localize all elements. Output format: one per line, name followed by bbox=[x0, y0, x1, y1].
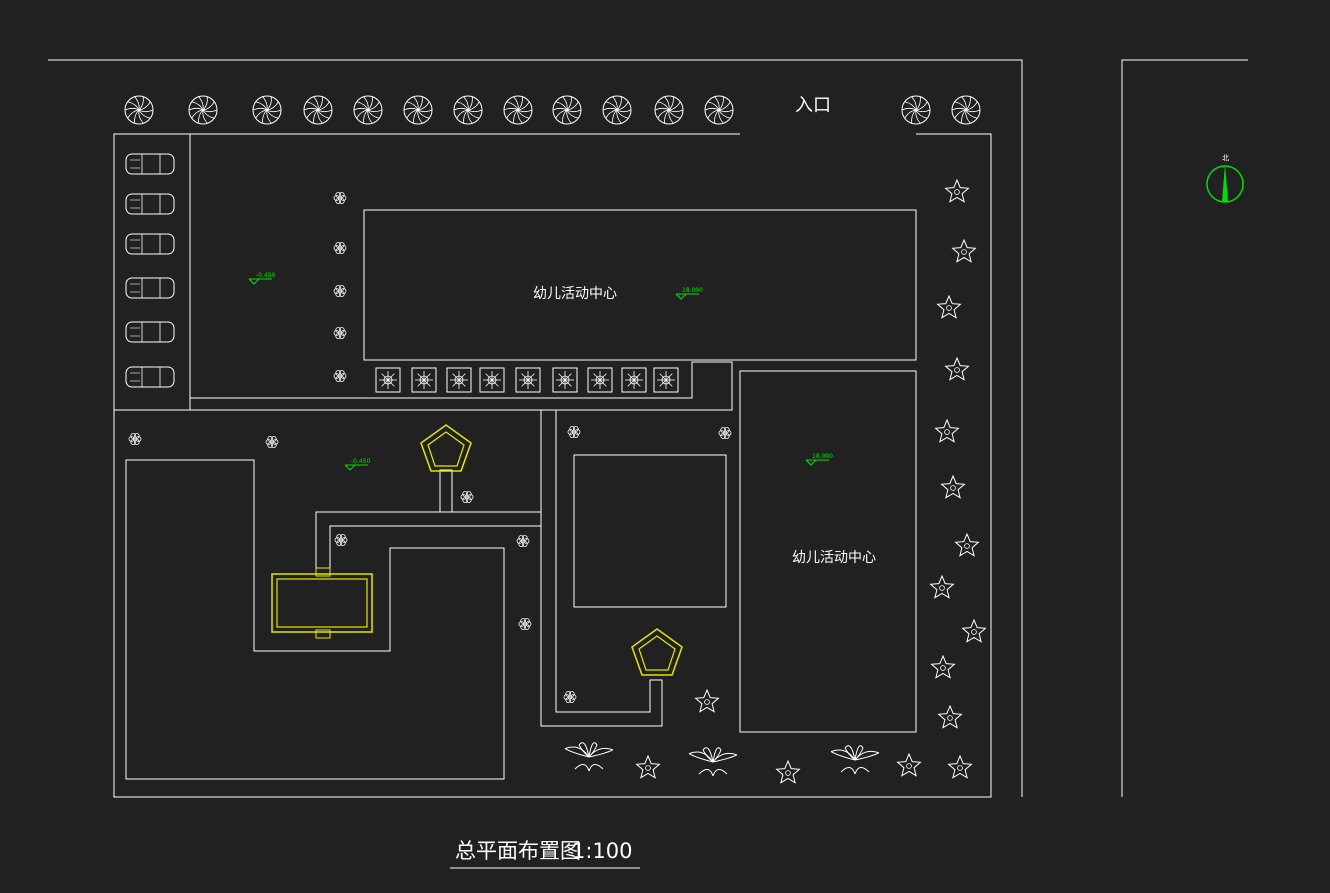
building-top bbox=[363, 209, 917, 361]
lawn-center bbox=[573, 454, 727, 608]
elevation-building-right: 18.000 bbox=[812, 453, 833, 460]
site-outline bbox=[113, 133, 992, 798]
car-icon bbox=[125, 366, 175, 388]
drawing-title: 总平面布置图 bbox=[455, 839, 581, 863]
flower-icon bbox=[940, 474, 966, 499]
flower-icon bbox=[930, 654, 956, 679]
small-flowers bbox=[128, 192, 732, 703]
palm-plant-icon bbox=[688, 747, 738, 777]
small-flower-icon bbox=[333, 285, 347, 297]
shrub-row bbox=[375, 367, 679, 393]
lawn-left bbox=[125, 459, 505, 780]
flower-icon bbox=[896, 752, 922, 777]
shrub-icon bbox=[411, 367, 437, 393]
flower-icon bbox=[929, 574, 955, 599]
paving-paths bbox=[189, 361, 733, 727]
shrub-icon bbox=[621, 367, 647, 393]
round-tree-icon bbox=[252, 95, 282, 125]
drawing-scale: 1:100 bbox=[572, 839, 633, 863]
flower-icon bbox=[936, 294, 962, 319]
flower-icon bbox=[951, 238, 977, 263]
shrub-icon bbox=[446, 367, 472, 393]
palm-plant-icon bbox=[830, 745, 880, 775]
elevation-marker-icon: -0.450 bbox=[248, 272, 276, 285]
round-tree-icon bbox=[303, 95, 333, 125]
flower-icon bbox=[635, 754, 661, 779]
round-tree-icon bbox=[188, 95, 218, 125]
small-flower-icon bbox=[333, 327, 347, 339]
round-tree-icon bbox=[901, 95, 931, 125]
small-flower-icon bbox=[460, 491, 474, 503]
round-tree-icon bbox=[124, 95, 154, 125]
shrub-icon bbox=[515, 367, 541, 393]
shrub-icon bbox=[653, 367, 679, 393]
flower-icon bbox=[694, 688, 720, 713]
flower-icon bbox=[934, 418, 960, 443]
north-arrow-icon: 北 bbox=[1206, 154, 1244, 203]
site-boundary bbox=[48, 59, 1248, 797]
small-flower-icon bbox=[265, 436, 279, 448]
building-right bbox=[739, 370, 917, 733]
flower-icon bbox=[961, 618, 987, 643]
car-icon bbox=[125, 321, 175, 343]
flower-icon bbox=[775, 759, 801, 784]
flower-icon bbox=[947, 754, 973, 779]
small-flower-icon bbox=[563, 691, 577, 703]
car-icon bbox=[125, 277, 175, 299]
entrance-label: 入口 bbox=[795, 95, 831, 116]
round-tree-icon bbox=[552, 95, 582, 125]
palm-plant-icon bbox=[564, 742, 614, 772]
small-flower-icon bbox=[128, 433, 142, 445]
flower-icon bbox=[944, 356, 970, 381]
round-tree-icon bbox=[453, 95, 483, 125]
shrub-icon bbox=[479, 367, 505, 393]
round-tree-icon bbox=[654, 95, 684, 125]
round-tree-icon bbox=[704, 95, 734, 125]
round-tree-icon bbox=[353, 95, 383, 125]
shrub-icon bbox=[552, 367, 578, 393]
round-tree-icon bbox=[503, 95, 533, 125]
elevation-building-top: 18.000 bbox=[682, 287, 703, 294]
small-flower-icon bbox=[567, 426, 581, 438]
shrub-icon bbox=[375, 367, 401, 393]
building-top-label: 幼儿活动中心 bbox=[533, 286, 617, 302]
flower-icon bbox=[944, 178, 970, 203]
small-flower-icon bbox=[516, 535, 530, 547]
elevation-courtyard: -0.450 bbox=[351, 458, 371, 465]
parking-cars bbox=[125, 153, 175, 388]
elevation-marker-icon: -0.450 bbox=[344, 458, 371, 471]
shrub-icon bbox=[587, 367, 613, 393]
pentagon-pavilion-icon bbox=[420, 424, 472, 472]
elevation-marker-icon: 18.000 bbox=[675, 287, 703, 300]
round-tree-icon bbox=[403, 95, 433, 125]
tree-row bbox=[124, 95, 981, 125]
pavilion-rect bbox=[271, 567, 373, 639]
north-label: 北 bbox=[1222, 154, 1229, 162]
car-icon bbox=[125, 153, 175, 175]
palm-plants bbox=[564, 742, 880, 777]
round-tree-icon bbox=[951, 95, 981, 125]
pentagon-pavilion-icon bbox=[631, 628, 683, 676]
flower-icon bbox=[954, 532, 980, 557]
small-flower-icon bbox=[333, 242, 347, 254]
small-flower-icon bbox=[718, 427, 732, 439]
small-flower-icon bbox=[518, 618, 532, 630]
flower-plants bbox=[635, 178, 987, 784]
small-flower-icon bbox=[333, 192, 347, 204]
round-tree-icon bbox=[602, 95, 632, 125]
building-right-label: 幼儿活动中心 bbox=[792, 550, 876, 566]
small-flower-icon bbox=[333, 370, 347, 382]
car-icon bbox=[125, 233, 175, 255]
elevation-parking: -0.450 bbox=[256, 272, 276, 279]
elevation-marker-icon: 18.000 bbox=[805, 453, 833, 466]
car-icon bbox=[125, 193, 175, 215]
flower-icon bbox=[937, 704, 963, 729]
small-flower-icon bbox=[334, 534, 348, 546]
